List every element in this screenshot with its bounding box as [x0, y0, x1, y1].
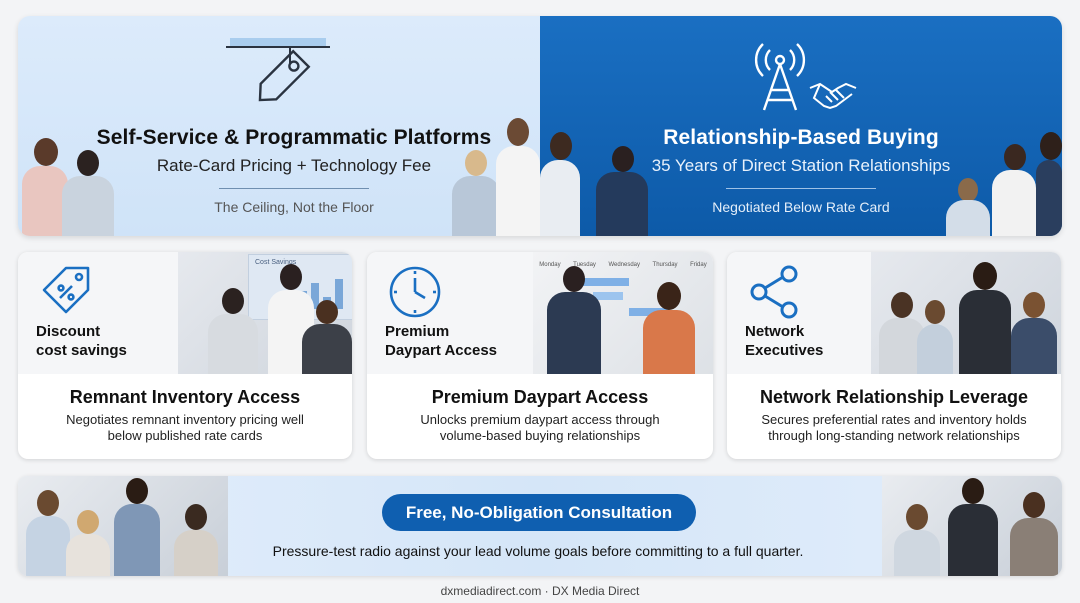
card-kicker: Premium Daypart Access — [385, 322, 497, 360]
self-service-tagline: The Ceiling, Not the Floor — [214, 199, 374, 215]
handshake-icon — [808, 78, 858, 117]
team-meeting-photo-right — [882, 476, 1062, 576]
footer-credit: dxmediadirect.com · DX Media Direct — [440, 584, 640, 598]
clock-icon — [387, 264, 443, 325]
divider — [219, 188, 369, 189]
card-description: Negotiates remnant inventory pricing wel… — [30, 412, 340, 444]
description-line: below published rate cards — [107, 428, 263, 443]
radio-tower-icon — [744, 34, 816, 119]
weekday-header: Monday Tuesday Wednesday Thursday Friday — [533, 262, 713, 268]
top-banner: Self-Service & Programmatic Platforms Ra… — [18, 16, 1062, 236]
kicker-line: Daypart Access — [385, 342, 498, 359]
relationship-tagline: Negotiated Below Rate Card — [712, 199, 890, 215]
card-remnant-inventory: Cost Savings Discount cost sav — [18, 252, 352, 459]
cost-savings-photo: Cost Savings — [178, 252, 352, 374]
kicker-line: Discount — [36, 323, 101, 340]
description-line: Secures preferential rates and inventory… — [761, 412, 1027, 427]
weekday-label: Wednesday — [608, 262, 641, 268]
price-tag-icon — [226, 36, 330, 121]
relationship-panel: Relationship-Based Buying 35 Years of Di… — [540, 16, 1062, 236]
team-meeting-photo-left — [18, 476, 228, 576]
relationship-title: Relationship-Based Buying — [663, 126, 939, 149]
kicker-line: Network — [745, 323, 805, 340]
card-title: Remnant Inventory Access — [69, 387, 301, 407]
schedule-board-photo: Monday Tuesday Wednesday Thursday Friday — [533, 252, 713, 374]
consultation-button[interactable]: Free, No-Obligation Consultation — [382, 494, 696, 531]
card-description: Secures preferential rates and inventory… — [739, 412, 1049, 444]
card-title: Premium Daypart Access — [431, 387, 649, 407]
description-line: Negotiates remnant inventory pricing wel… — [66, 412, 304, 427]
weekday-label: Friday — [690, 262, 707, 268]
card-kicker: Discount cost savings — [36, 322, 127, 360]
kicker-line: Executives — [745, 342, 824, 359]
self-service-title: Self-Service & Programmatic Platforms — [96, 126, 492, 149]
description-line: through long-standing network relationsh… — [768, 428, 1020, 443]
card-premium-daypart: Monday Tuesday Wednesday Thursday Friday — [367, 252, 713, 459]
self-service-subtitle: Rate-Card Pricing + Technology Fee — [156, 156, 432, 175]
divider — [726, 188, 876, 189]
kicker-line: cost savings — [36, 342, 127, 359]
consultation-banner: Free, No-Obligation Consultation Pressur… — [18, 476, 1062, 576]
card-description: Unlocks premium daypart access through v… — [379, 412, 701, 444]
discount-tag-icon — [38, 264, 94, 325]
kicker-line: Premium — [385, 323, 450, 340]
card-title: Network Relationship Leverage — [759, 387, 1029, 407]
description-line: volume-based buying relationships — [439, 428, 641, 443]
weekday-label: Monday — [539, 262, 561, 268]
self-service-panel: Self-Service & Programmatic Platforms Ra… — [18, 16, 540, 236]
card-kicker: Network Executives — [745, 322, 823, 360]
card-network-leverage: Network Executives Network Relationship … — [727, 252, 1061, 459]
share-network-icon — [747, 264, 803, 325]
weekday-label: Thursday — [652, 262, 678, 268]
consultation-text: Pressure-test radio against your lead vo… — [272, 543, 804, 559]
description-line: Unlocks premium daypart access through — [420, 412, 660, 427]
screen-label: Cost Savings — [255, 259, 297, 266]
network-executives-photo — [871, 252, 1061, 374]
relationship-subtitle: 35 Years of Direct Station Relationships — [651, 156, 951, 175]
weekday-label: Tuesday — [573, 262, 596, 268]
